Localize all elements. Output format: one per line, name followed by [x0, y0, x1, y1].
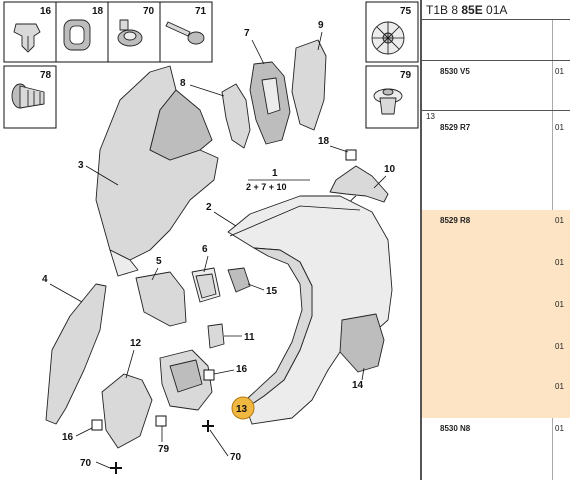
plug-clip-icon	[11, 83, 45, 109]
callout-16b: 16	[236, 364, 248, 375]
ref-suffix: 01A	[482, 3, 508, 17]
fastener-box-16[interactable]: 16	[3, 1, 57, 63]
svg-text:71: 71	[195, 6, 207, 17]
part-15-clip[interactable]	[227, 267, 251, 293]
part-8-bracket[interactable]	[221, 83, 251, 149]
callout-4: 4	[42, 274, 48, 285]
part-row[interactable]: 8530 N8 01	[422, 418, 570, 468]
part-4-lower-panel[interactable]	[45, 283, 107, 425]
callout-11: 11	[244, 332, 255, 343]
part-7-support[interactable]	[249, 61, 291, 145]
parts-diagram: 16 18 70 71 78	[3, 1, 419, 474]
fastener-box-78[interactable]: 78	[3, 65, 57, 129]
callout-12: 12	[130, 338, 142, 349]
svg-text:2 + 7 + 10: 2 + 7 + 10	[246, 182, 287, 192]
part-10-trim-strip[interactable]	[329, 165, 389, 203]
svg-text:75: 75	[400, 6, 412, 17]
callout-9: 9	[318, 20, 324, 31]
callout-5: 5	[156, 256, 162, 267]
svg-text:79: 79	[400, 70, 412, 81]
grommet-icon	[63, 19, 91, 51]
callout-13-badge[interactable]: 13	[231, 396, 255, 420]
part-qty: 01	[555, 258, 564, 267]
part-2-quarter-panel[interactable]	[227, 195, 393, 425]
part-qty: 01	[555, 67, 564, 76]
fastener-box-79[interactable]: 79	[365, 65, 419, 129]
svg-text:1: 1	[272, 168, 278, 179]
rivet-clip-icon	[373, 88, 403, 115]
square-marker-18	[345, 149, 357, 161]
part-12-liner[interactable]	[101, 373, 153, 449]
ref-prefix: T1B 8	[426, 3, 462, 17]
plus-marker-70b	[202, 420, 214, 432]
square-marker-16a	[91, 419, 103, 431]
callout-7: 7	[244, 28, 250, 39]
push-clip-icon	[13, 23, 41, 53]
square-marker-79	[155, 415, 167, 427]
part-number: 8530 V5	[440, 67, 470, 76]
callout-3: 3	[78, 160, 84, 171]
parts-list-panel: T1B 8 85E 01A 8530 V5 01 13 8529 R7 01 8…	[420, 0, 570, 480]
callout-10: 10	[384, 164, 396, 175]
plus-marker-70a	[110, 462, 122, 474]
svg-text:78: 78	[40, 70, 52, 81]
fastener-box-70[interactable]: 70	[107, 1, 161, 63]
callout-14: 14	[352, 380, 364, 391]
part-3-inner-panel[interactable]	[95, 65, 219, 277]
callout-18: 18	[318, 136, 330, 147]
callout-2: 2	[206, 202, 212, 213]
reference-header: T1B 8 85E 01A	[422, 0, 570, 20]
part-14-mud-flap[interactable]	[339, 313, 385, 373]
part-number: 8530 N8	[440, 424, 471, 433]
part-number: 8529 R7	[440, 123, 471, 132]
callout-15: 15	[266, 286, 278, 297]
fastener-box-18[interactable]: 18	[55, 1, 109, 63]
fastener-box-75[interactable]: 75	[365, 1, 419, 63]
part-qty: 01	[555, 216, 564, 225]
nut-icon	[117, 19, 143, 47]
callout-70a: 70	[80, 458, 92, 469]
svg-text:16: 16	[40, 6, 52, 17]
ref-bold: 85E	[461, 3, 483, 17]
part-5-bracket[interactable]	[135, 271, 187, 327]
star-washer-icon	[371, 21, 405, 55]
part-row-selected[interactable]: 8529 R8 01 01 01 01 01	[422, 210, 570, 418]
part-13-support[interactable]	[159, 349, 213, 411]
part-qty: 01	[555, 123, 564, 132]
callout-8: 8	[180, 78, 186, 89]
part-qty: 01	[555, 424, 564, 433]
fastener-box-71[interactable]: 71	[159, 1, 213, 63]
part-number: 8529 R8	[440, 216, 471, 225]
callout-70b: 70	[230, 452, 242, 463]
callout-1: 1 2 + 7 + 10	[246, 168, 310, 192]
part-qty: 01	[555, 342, 564, 351]
part-qty: 01	[555, 300, 564, 309]
callout-6: 6	[202, 244, 208, 255]
part-row[interactable]: 13 8529 R7 01	[422, 110, 570, 210]
callout-16a: 16	[62, 432, 74, 443]
part-6-frame[interactable]	[191, 267, 221, 303]
part-qty: 01	[555, 382, 564, 391]
screw-icon	[165, 21, 205, 45]
square-marker-16b	[203, 369, 215, 381]
part-9-reinforcement[interactable]	[291, 39, 327, 131]
svg-text:70: 70	[143, 6, 155, 17]
callout-79: 79	[158, 444, 170, 455]
part-row[interactable]: 8530 V5 01	[422, 60, 570, 110]
svg-text:18: 18	[92, 6, 104, 17]
svg-text:13: 13	[236, 404, 248, 415]
row-index: 13	[426, 112, 435, 121]
part-11-bracket[interactable]	[207, 323, 225, 349]
